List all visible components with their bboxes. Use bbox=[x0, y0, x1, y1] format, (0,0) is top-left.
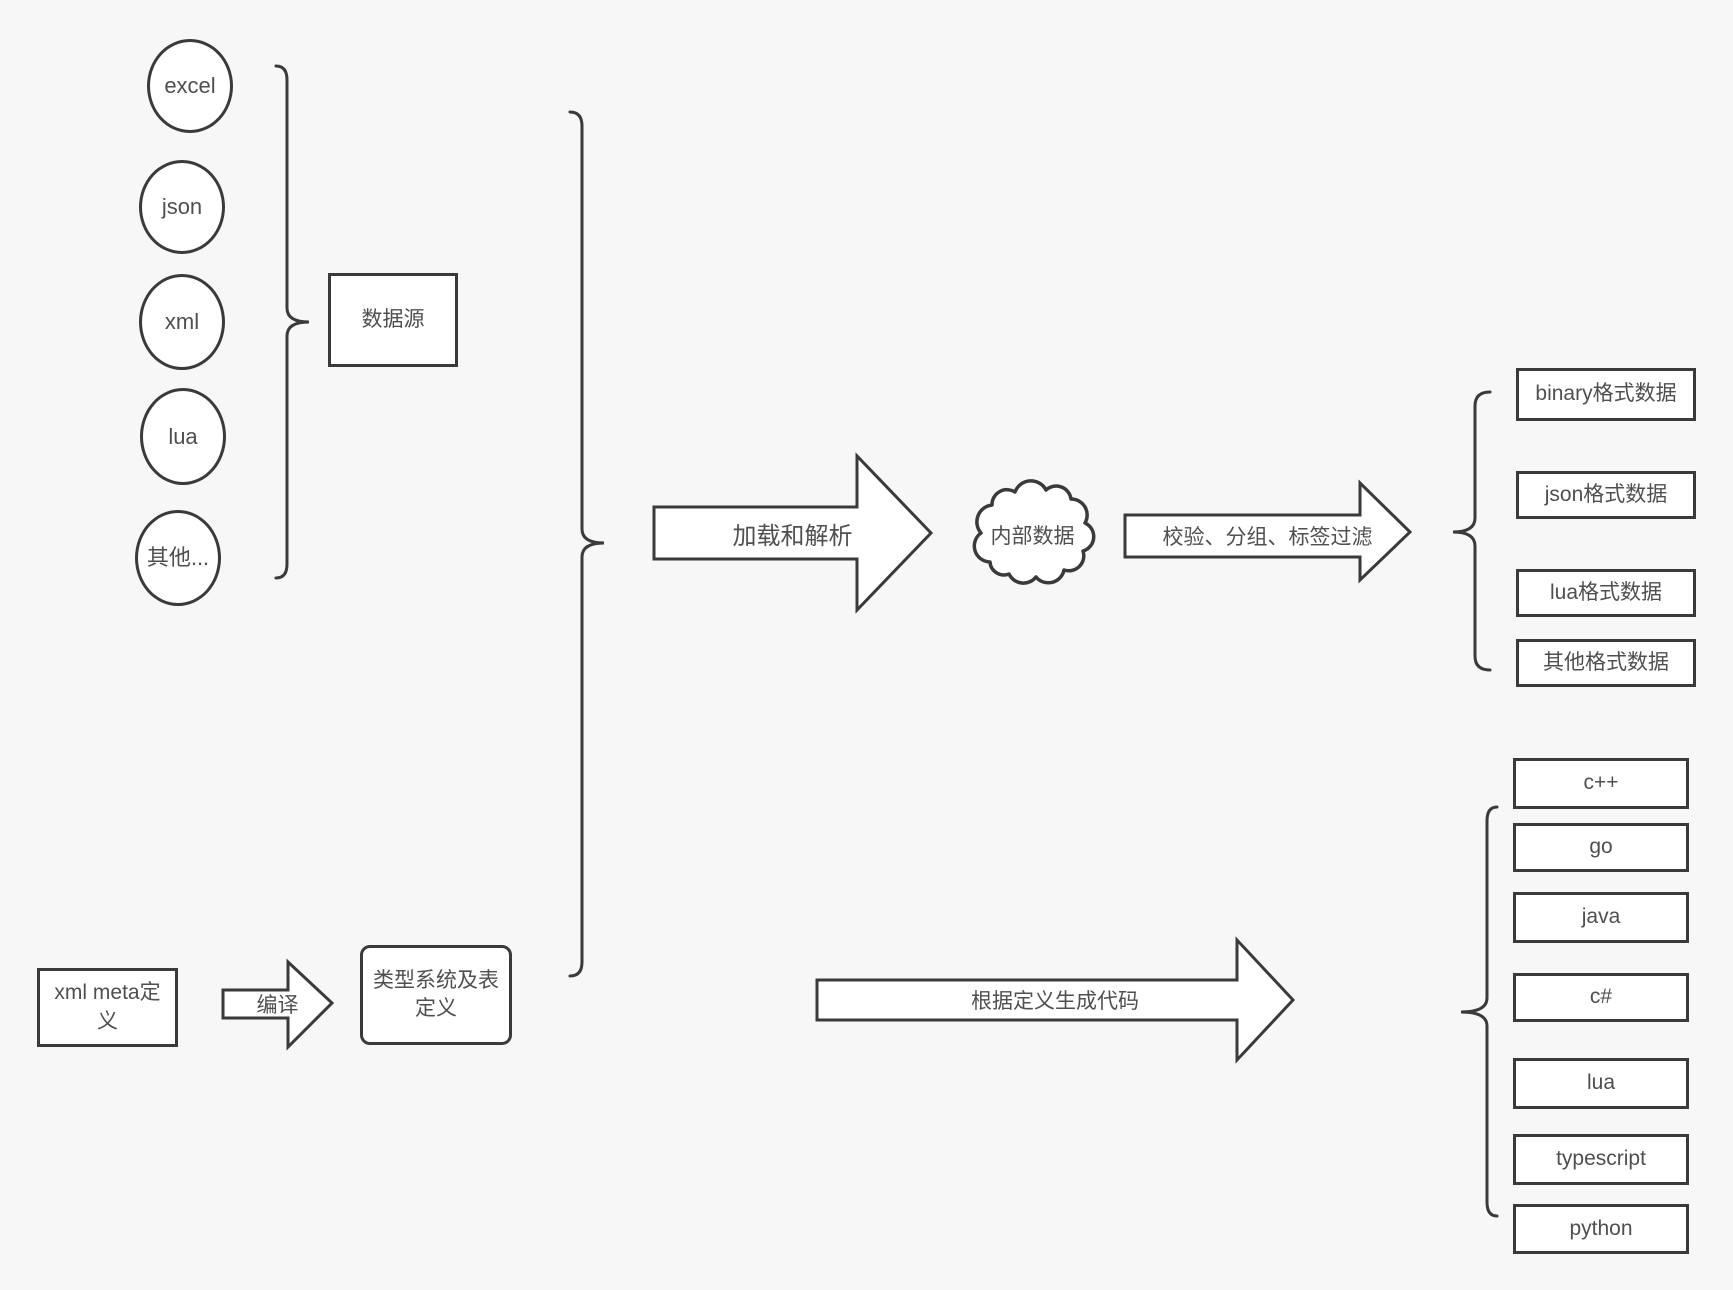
format-box-binary: binary格式数据 bbox=[1516, 368, 1696, 421]
brace-sources bbox=[274, 64, 310, 580]
filter-arrow bbox=[1123, 479, 1413, 584]
load-parse-arrow bbox=[652, 452, 934, 614]
xml-meta-box: xml meta定义 bbox=[37, 968, 178, 1047]
format-box-other: 其他格式数据 bbox=[1516, 639, 1696, 687]
codegen-arrow bbox=[815, 936, 1296, 1064]
datasource-box: 数据源 bbox=[328, 273, 458, 367]
language-box-go: go bbox=[1513, 823, 1689, 872]
type-system-box: 类型系统及表定义 bbox=[360, 945, 512, 1045]
brace-all-inputs bbox=[568, 110, 605, 978]
format-box-json: json格式数据 bbox=[1516, 471, 1696, 519]
source-ellipse-xml: xml bbox=[139, 274, 225, 370]
source-ellipse-other: 其他... bbox=[135, 510, 221, 606]
source-ellipse-lua: lua bbox=[140, 388, 226, 485]
language-box-java: java bbox=[1513, 892, 1689, 943]
language-box-python: python bbox=[1513, 1204, 1689, 1254]
language-box-csharp: c# bbox=[1513, 973, 1689, 1022]
compile-arrow bbox=[221, 958, 335, 1051]
language-box-cpp: c++ bbox=[1513, 758, 1689, 809]
language-box-lua: lua bbox=[1513, 1058, 1689, 1109]
internal-data-cloud bbox=[972, 479, 1096, 585]
brace-languages bbox=[1460, 805, 1499, 1218]
source-ellipse-json: json bbox=[139, 160, 225, 254]
language-box-typescript: typescript bbox=[1513, 1134, 1689, 1185]
brace-data-formats bbox=[1452, 390, 1492, 672]
source-ellipse-excel: excel bbox=[147, 39, 233, 133]
format-box-lua: lua格式数据 bbox=[1516, 569, 1696, 617]
